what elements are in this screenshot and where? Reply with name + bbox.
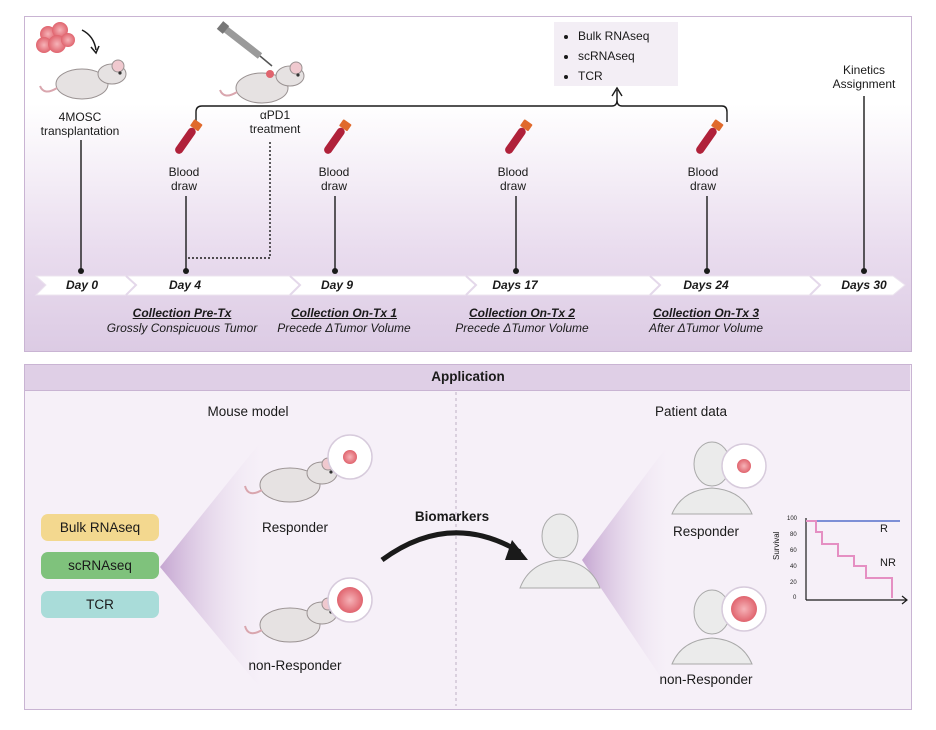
mouse-icon: [219, 61, 305, 104]
survival-ytick: 0: [793, 595, 797, 601]
biomarkers-arrow: [380, 530, 522, 563]
omics-item: Bulk RNAseq: [578, 26, 678, 46]
biomarkers-label: Biomarkers: [414, 509, 490, 524]
mouse-icon: [39, 59, 127, 100]
day-label: Day 0: [65, 278, 99, 292]
collection-title: Collection On-Tx 3: [652, 306, 760, 320]
syringe-icon: [216, 21, 273, 67]
collection-subtitle: After ΔTumor Volume: [648, 321, 764, 335]
timeline-dots: [78, 268, 867, 274]
day-label: Day 4: [168, 278, 202, 292]
collection-subtitle: Precede ΔTumor Volume: [277, 321, 411, 335]
day-label: Days 24: [683, 278, 729, 292]
mouse-icon: [244, 457, 338, 503]
application-header: [25, 365, 910, 391]
assay-pill-bulk: Bulk RNAseq: [41, 514, 159, 541]
day-label: Days 30: [841, 278, 887, 292]
assay-pill-sc: scRNAseq: [41, 552, 159, 579]
assay-pill-tcr: TCR: [41, 591, 159, 618]
survival-nr-label: NR: [880, 557, 896, 569]
survival-r-label: R: [880, 523, 888, 535]
blood-tube-icon: [505, 119, 533, 154]
collection-subtitle: Grossly Conspicuous Tumor: [106, 321, 258, 335]
blood-tube-icon: [696, 119, 724, 154]
survival-ytick: 60: [790, 548, 797, 554]
application-panel: [24, 364, 912, 710]
treatment-dotted-line: [188, 140, 271, 259]
transplant-arrow-icon: [81, 29, 97, 51]
omics-item: scRNAseq: [578, 46, 678, 66]
application-title: Application: [431, 369, 505, 384]
collection-subtitle: Precede ΔTumor Volume: [455, 321, 589, 335]
timeline-arrow: [34, 275, 906, 296]
blood-tube-icon: [175, 119, 203, 154]
day-label: Days 17: [492, 278, 538, 292]
survival-ytick: 80: [790, 532, 797, 538]
collection-title: Collection On-Tx 1: [290, 306, 398, 320]
tumor-cells-icon: [36, 22, 75, 53]
timeline-panel: [24, 16, 912, 352]
timeline-chevrons: [125, 275, 822, 296]
timeline-stalks: [80, 96, 865, 270]
day-label: Day 9: [320, 278, 354, 292]
omics-item: TCR: [578, 66, 678, 86]
collection-title: Collection On-Tx 2: [468, 306, 576, 320]
mouse-non-responder-label: non-Responder: [248, 658, 342, 673]
patient-data-heading: Patient data: [654, 404, 728, 419]
mouse-cone: [160, 440, 262, 690]
survival-ytick: 40: [790, 564, 797, 570]
patient-responder-label: Responder: [672, 524, 740, 539]
collection-bracket: [195, 90, 728, 122]
survival-nr-line: [806, 520, 893, 598]
patient-non-responder-label: non-Responder: [659, 672, 753, 687]
blood-tube-icon: [324, 119, 352, 154]
collection-title: Collection Pre-Tx: [132, 306, 232, 320]
survival-ytick: 20: [790, 580, 797, 586]
patient-cone: [582, 445, 668, 688]
survival-ytick: 100: [787, 516, 798, 522]
omics-list-box: Bulk RNAseq scRNAseq TCR: [554, 22, 678, 86]
survival-plot: [805, 518, 908, 605]
mouse-responder-label: Responder: [261, 520, 329, 535]
mouse-model-heading: Mouse model: [207, 404, 289, 419]
patient-bust-icon: [519, 513, 601, 589]
survival-ylabel: Survival: [772, 531, 781, 560]
